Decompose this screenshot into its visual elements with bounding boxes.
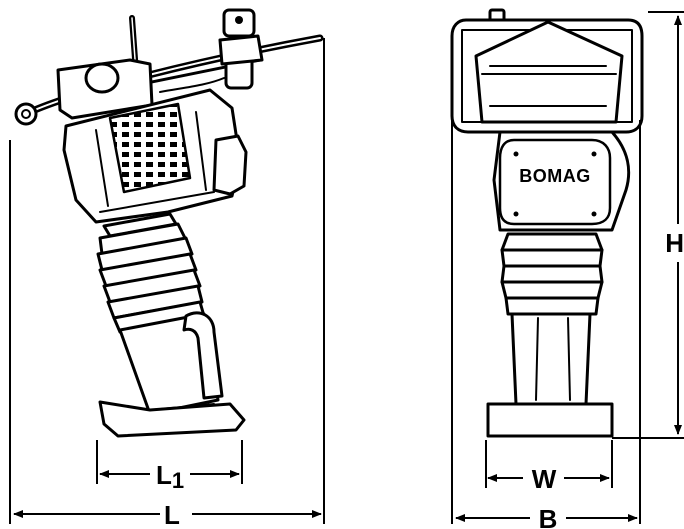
dim-h-label: H	[665, 228, 684, 258]
front-bellows	[500, 232, 604, 316]
ram-leg	[118, 312, 220, 416]
brand-label: BOMAG	[519, 166, 591, 186]
brand-plate	[498, 138, 612, 226]
carburetor	[159, 8, 264, 93]
cooling-grille	[108, 102, 192, 194]
dim-b-label: B	[539, 504, 558, 529]
side-view-dimensions	[9, 38, 325, 524]
dim-l1-label: L1	[156, 460, 184, 493]
front-view-dimensions	[451, 11, 684, 524]
dim-l-label: L	[164, 500, 180, 529]
bellows	[96, 212, 206, 334]
dim-w-label: W	[532, 464, 557, 494]
front-view	[450, 8, 644, 438]
front-ram-leg	[510, 312, 592, 406]
tank-cap	[84, 62, 120, 94]
front-foot-plate	[486, 402, 614, 438]
recoil-starter	[212, 134, 248, 196]
side-view	[14, 8, 324, 438]
front-tank	[474, 20, 624, 124]
guard-loop	[182, 311, 224, 400]
